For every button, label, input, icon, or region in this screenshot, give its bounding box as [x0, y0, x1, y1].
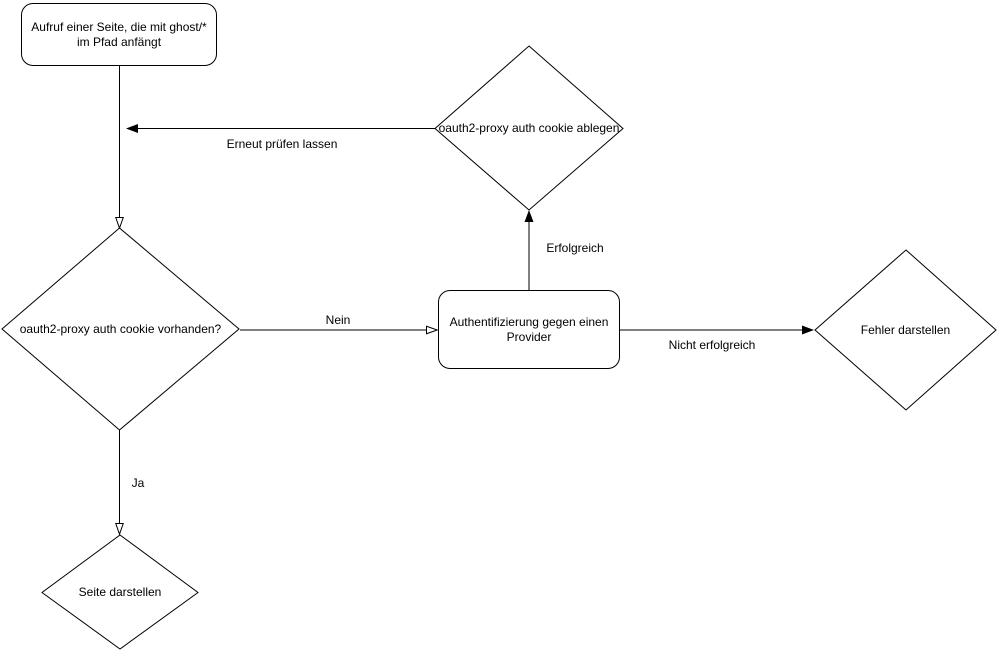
edge-label-recheck: Erneut prüfen lassen: [224, 136, 340, 152]
diamond-cookie-store: [434, 45, 624, 211]
diamond-show-error: [814, 249, 997, 411]
edge-label-nein: Nein: [323, 312, 353, 328]
diamond-show-page: [41, 534, 199, 650]
edge-label-nicht-erfolgreich: Nicht erfolgreich: [666, 337, 758, 353]
node-auth-provider: Authentifizierung gegen einen Provider: [438, 290, 620, 369]
edge-label-erfolgreich: Erfolgreich: [544, 240, 606, 256]
diamond-cookie-check: [1, 227, 240, 431]
node-start: Aufruf einer Seite, die mit ghost/* im P…: [21, 3, 217, 66]
node-auth-provider-label: Authentifizierung gegen einen Provider: [449, 314, 609, 344]
edge-label-ja: Ja: [129, 475, 147, 491]
node-start-label: Aufruf einer Seite, die mit ghost/* im P…: [31, 19, 207, 49]
